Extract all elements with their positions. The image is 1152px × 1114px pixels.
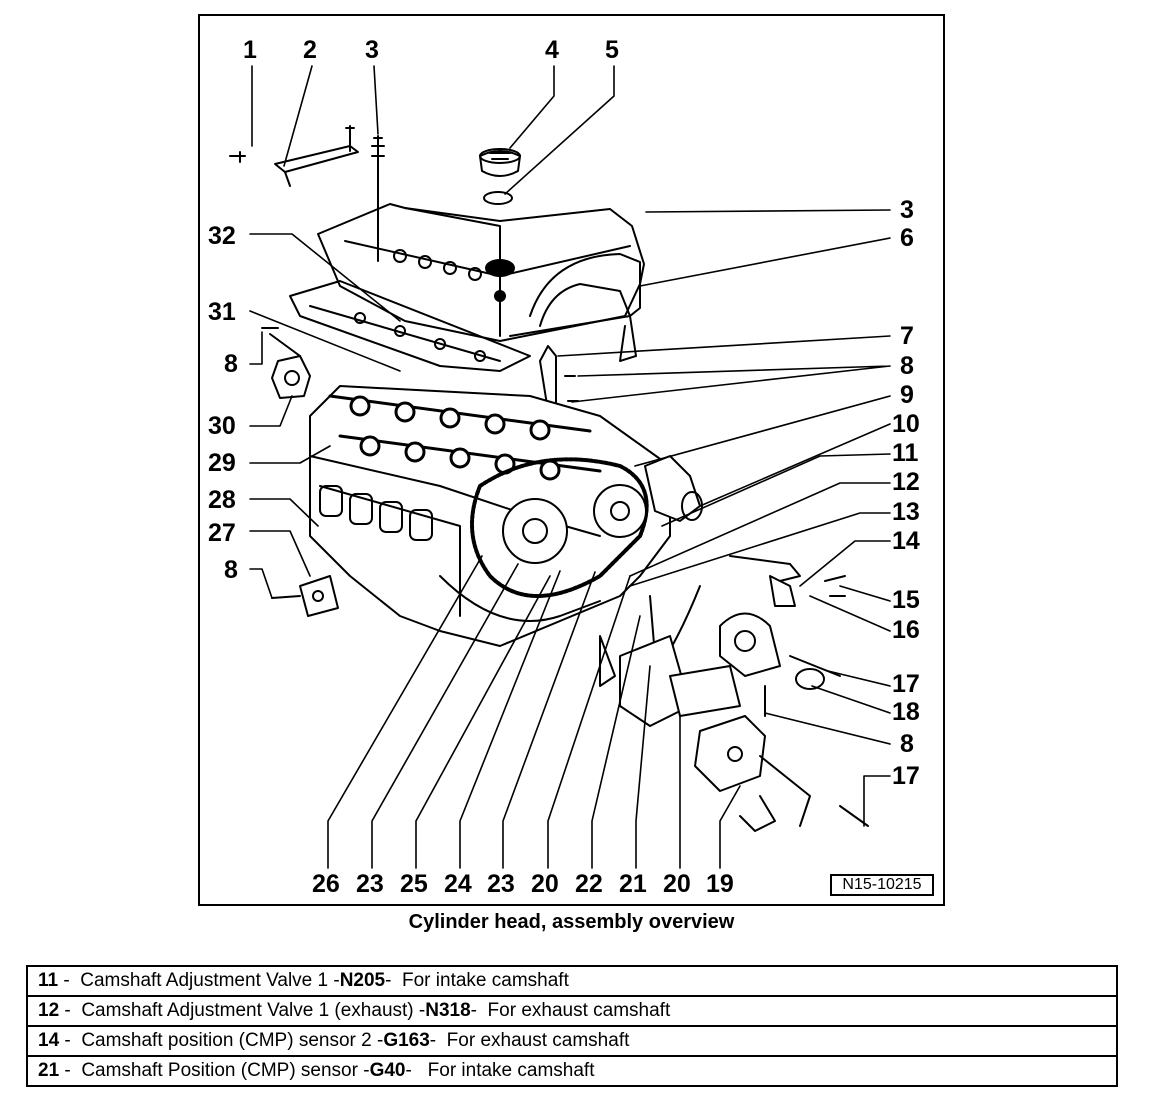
legend-number: 11 bbox=[38, 970, 59, 991]
sensor-assembly bbox=[599, 555, 869, 832]
callout-19: 19 bbox=[706, 870, 734, 898]
callout-16: 16 bbox=[892, 616, 920, 644]
callout-12: 12 bbox=[892, 468, 920, 496]
callout-32: 32 bbox=[208, 222, 236, 250]
callout-23-a: 23 bbox=[356, 870, 384, 898]
legend-row: 11 - Camshaft Adjustment Valve 1 -N205- … bbox=[26, 965, 1118, 997]
callout-14: 14 bbox=[892, 527, 920, 555]
legend-cell: 14 - Camshaft position (CMP) sensor 2 -G… bbox=[26, 1025, 1118, 1057]
exploded-view-drawing bbox=[229, 65, 891, 869]
legend-description: Camshaft Position (CMP) sensor - bbox=[81, 1060, 370, 1081]
valve-cover bbox=[317, 203, 645, 342]
figure-caption: Cylinder head, assembly overview bbox=[408, 911, 735, 933]
camshafts bbox=[328, 394, 602, 481]
callout-21: 21 bbox=[619, 870, 647, 898]
legend-separator: - bbox=[59, 1000, 82, 1021]
callout-29: 29 bbox=[208, 449, 236, 477]
oil-filler-cap bbox=[479, 148, 521, 205]
callout-8-left-a: 8 bbox=[224, 350, 238, 378]
callout-7: 7 bbox=[900, 322, 914, 350]
legend-description: Camshaft position (CMP) sensor 2 - bbox=[81, 1030, 384, 1051]
bracket bbox=[229, 125, 385, 262]
callout-31: 31 bbox=[208, 298, 236, 326]
callout-24: 24 bbox=[444, 870, 472, 898]
legend-number: 14 bbox=[38, 1030, 60, 1051]
callout-17-lower: 17 bbox=[892, 762, 920, 790]
gasket bbox=[289, 280, 531, 372]
callout-22: 22 bbox=[575, 870, 603, 898]
legend-separator: - bbox=[59, 1030, 82, 1051]
callout-8-right-b: 8 bbox=[900, 730, 914, 758]
callout-11: 11 bbox=[892, 439, 919, 467]
callout-10: 10 bbox=[892, 410, 920, 438]
legend-separator: - bbox=[58, 970, 81, 991]
callout-6: 6 bbox=[900, 224, 914, 252]
callout-8-left-b: 8 bbox=[224, 556, 238, 584]
legend-cell: 11 - Camshaft Adjustment Valve 1 -N205- … bbox=[26, 965, 1118, 997]
callout-13: 13 bbox=[892, 498, 920, 526]
callout-28: 28 bbox=[208, 486, 236, 514]
legend-row: 14 - Camshaft position (CMP) sensor 2 -G… bbox=[26, 1025, 1118, 1057]
legend-description: Camshaft Adjustment Valve 1 - bbox=[80, 970, 340, 991]
legend-number: 21 bbox=[38, 1060, 60, 1081]
diagram-frame: 1 2 3 4 5 3 6 7 8 9 10 11 12 13 14 15 16… bbox=[198, 14, 945, 906]
figure-id-box: N15-10215 bbox=[830, 874, 934, 896]
legend-note: - For exhaust camshaft bbox=[429, 1030, 630, 1051]
callout-30: 30 bbox=[208, 412, 236, 440]
legend-code: G40 bbox=[369, 1060, 406, 1081]
callout-23-b: 23 bbox=[487, 870, 515, 898]
legend-cell: 12 - Camshaft Adjustment Valve 1 (exhaus… bbox=[26, 995, 1118, 1027]
legend-code: N318 bbox=[425, 1000, 471, 1021]
callout-3-right: 3 bbox=[900, 196, 914, 224]
callout-26: 26 bbox=[312, 870, 340, 898]
callout-4: 4 bbox=[545, 36, 559, 64]
callout-20-a: 20 bbox=[531, 870, 559, 898]
legend-description: Camshaft Adjustment Valve 1 (exhaust) - bbox=[81, 1000, 426, 1021]
legend-code: N205 bbox=[339, 970, 386, 991]
legend-row: 21 - Camshaft Position (CMP) sensor -G40… bbox=[26, 1055, 1118, 1087]
cylinder-head bbox=[309, 385, 671, 647]
legend-number: 12 bbox=[38, 1000, 60, 1021]
hall-sender bbox=[261, 327, 311, 399]
legend-code: G163 bbox=[383, 1030, 430, 1051]
legend-row: 12 - Camshaft Adjustment Valve 1 (exhaus… bbox=[26, 995, 1118, 1027]
callout-8-right-a: 8 bbox=[900, 352, 914, 380]
callout-5: 5 bbox=[605, 36, 619, 64]
legend-separator: - bbox=[59, 1060, 82, 1081]
callout-27: 27 bbox=[208, 519, 236, 547]
legend-note: - For exhaust camshaft bbox=[470, 1000, 671, 1021]
callout-20-b: 20 bbox=[663, 870, 691, 898]
callout-1: 1 bbox=[243, 36, 257, 64]
engine-mount-bracket bbox=[271, 575, 339, 617]
legend-note: - For intake camshaft bbox=[385, 970, 569, 991]
callout-18: 18 bbox=[892, 698, 920, 726]
legend-table: 11 - Camshaft Adjustment Valve 1 -N205- … bbox=[26, 965, 1118, 1087]
callout-9: 9 bbox=[900, 381, 914, 409]
legend-note: - For intake camshaft bbox=[405, 1060, 595, 1081]
callout-3: 3 bbox=[365, 36, 379, 64]
callout-17: 17 bbox=[892, 670, 920, 698]
leader-lines bbox=[249, 65, 891, 869]
callout-15: 15 bbox=[892, 586, 920, 614]
legend-cell: 21 - Camshaft Position (CMP) sensor -G40… bbox=[26, 1055, 1118, 1087]
callout-2: 2 bbox=[303, 36, 317, 64]
callout-25: 25 bbox=[400, 870, 428, 898]
